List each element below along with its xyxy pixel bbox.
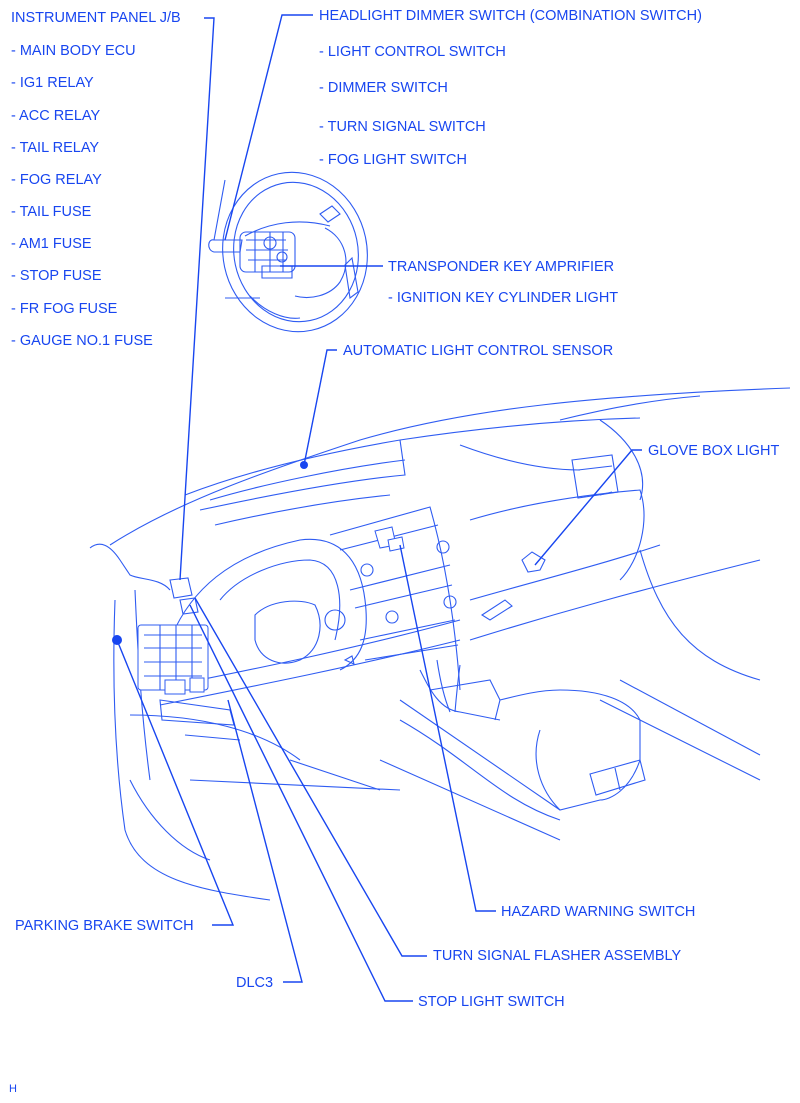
label-instrument-panel-jb: INSTRUMENT PANEL J/B: [11, 10, 181, 26]
label-hazard-warning-switch: HAZARD WARNING SWITCH: [501, 904, 696, 920]
label-ig1-relay: - IG1 RELAY: [11, 75, 94, 91]
label-stop-fuse: - STOP FUSE: [11, 268, 102, 284]
leader-light-sensor: [303, 349, 337, 466]
label-light-control-switch: - LIGHT CONTROL SWITCH: [319, 44, 506, 60]
label-fr-fog-fuse: - FR FOG FUSE: [11, 301, 118, 317]
label-turn-signal-flasher-assembly: TURN SIGNAL FLASHER ASSEMBLY: [433, 948, 682, 964]
label-tail-fuse: - TAIL FUSE: [11, 204, 92, 220]
dashboard-illustration: [89, 387, 791, 901]
label-dimmer-switch: - DIMMER SWITCH: [319, 80, 448, 96]
leader-dlc3: [227, 699, 303, 983]
label-acc-relay: - ACC RELAY: [11, 108, 101, 124]
label-gauge-no1-fuse: - GAUGE NO.1 FUSE: [11, 333, 153, 349]
leader-parking-brake: [116, 639, 235, 926]
label-stop-light-switch: STOP LIGHT SWITCH: [418, 994, 565, 1010]
leader-hazard: [399, 544, 496, 912]
label-automatic-light-control-sensor: AUTOMATIC LIGHT CONTROL SENSOR: [343, 343, 614, 359]
leader-flasher: [194, 597, 427, 957]
label-headlight-dimmer-switch: HEADLIGHT DIMMER SWITCH (COMBINATION SWI…: [319, 8, 702, 24]
label-glove-box-light: GLOVE BOX LIGHT: [648, 443, 780, 459]
label-transponder-key-amplifier: TRANSPONDER KEY AMPRIFIER: [388, 259, 615, 275]
label-ignition-key-cylinder-light: - IGNITION KEY CYLINDER LIGHT: [388, 290, 619, 306]
label-am1-fuse: - AM1 FUSE: [11, 236, 92, 252]
label-turn-signal-switch: - TURN SIGNAL SWITCH: [319, 119, 486, 135]
leader-glove-box: [534, 449, 642, 566]
label-tail-relay: - TAIL RELAY: [11, 140, 100, 156]
label-fog-light-switch: - FOG LIGHT SWITCH: [319, 152, 467, 168]
label-main-body-ecu: - MAIN BODY ECU: [11, 43, 136, 59]
leader-headlight-dimmer: [224, 14, 313, 241]
leader-lines: [116, 14, 642, 1002]
label-fog-relay: - FOG RELAY: [11, 172, 102, 188]
steering-wheel-illustration: [208, 171, 368, 333]
leader-instrument-panel-jb: [179, 17, 215, 581]
label-dlc3: DLC3: [236, 975, 274, 991]
label-parking-brake-switch: PARKING BRAKE SWITCH: [15, 918, 194, 934]
leader-stop-light: [189, 604, 413, 1002]
page-marker: H: [9, 1083, 17, 1095]
